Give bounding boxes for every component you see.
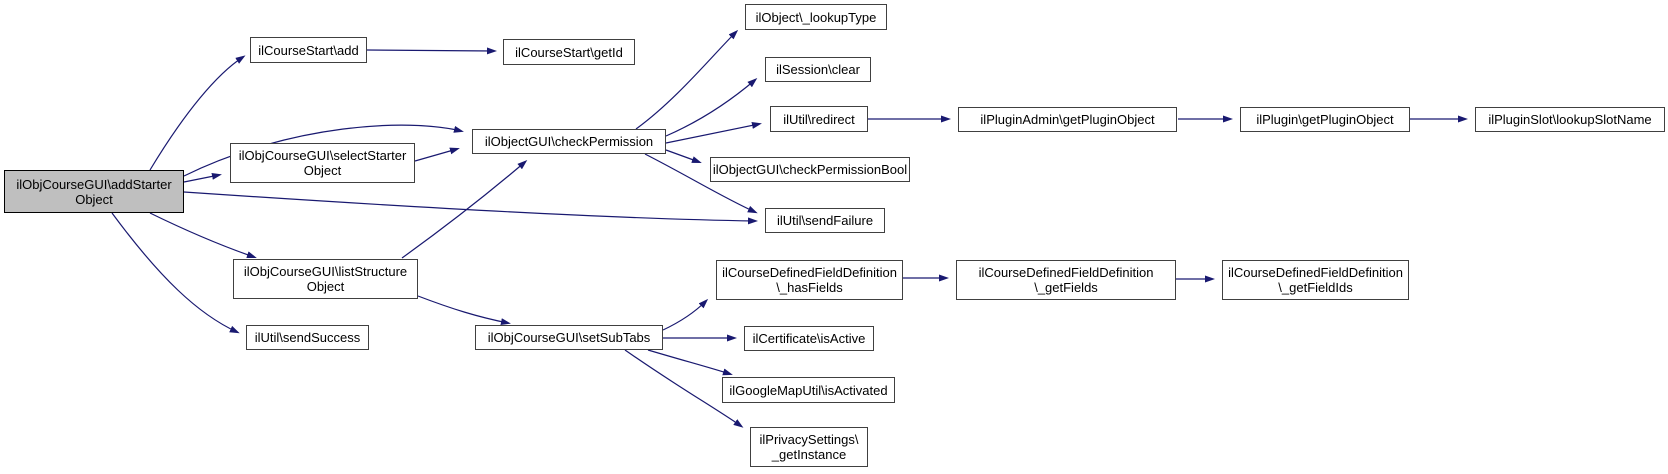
node-ilCourseDefinedFieldDefinition-getFields[interactable]: ilCourseDefinedFieldDefinition \_getFiel…	[956, 260, 1176, 300]
node-ilObjCourseGUI-addStarterObject: ilObjCourseGUI\addStarter Object	[4, 170, 184, 213]
edge-checkPermission-to-sendFailure	[644, 153, 758, 214]
node-ilCertificate-isActive[interactable]: ilCertificate\isActive	[744, 326, 874, 351]
edge-checkPermission-to-redirect	[665, 121, 762, 144]
edge-addStarterObject-to-selectStarterObject	[183, 172, 222, 183]
node-ilObjCourseGUI-selectStarterObject[interactable]: ilObjCourseGUI\selectStarter Object	[230, 143, 415, 183]
edge-setSubTabs-to-hasFields	[662, 298, 709, 331]
edge-listStructureObject-to-setSubTabs	[417, 295, 511, 326]
node-ilCourseDefinedFieldDefinition-hasFields[interactable]: ilCourseDefinedFieldDefinition \_hasFiel…	[716, 260, 903, 300]
edge-checkPermission-to-lookupType	[635, 29, 739, 130]
node-ilSession-clear[interactable]: ilSession\clear	[765, 57, 871, 82]
node-ilUtil-sendSuccess[interactable]: ilUtil\sendSuccess	[246, 325, 369, 350]
node-ilPluginSlot-lookupSlotName[interactable]: ilPluginSlot\lookupSlotName	[1475, 107, 1665, 132]
node-ilCourseStart-add[interactable]: ilCourseStart\add	[250, 37, 367, 63]
node-ilPlugin-getPluginObject[interactable]: ilPlugin\getPluginObject	[1240, 107, 1410, 132]
node-ilPluginAdmin-getPluginObject[interactable]: ilPluginAdmin\getPluginObject	[958, 107, 1177, 132]
edge-addStarterObject-to-sendSuccess	[111, 212, 240, 334]
node-ilCourseStart-getId[interactable]: ilCourseStart\getId	[503, 39, 635, 65]
edge-checkPermission-to-checkPermissionBool	[665, 149, 702, 164]
edge-checkPermission-to-sessionClear	[665, 78, 758, 137]
edge-listStructureObject-to-checkPermission	[401, 160, 528, 259]
node-ilObjCourseGUI-setSubTabs[interactable]: ilObjCourseGUI\setSubTabs	[475, 325, 663, 350]
node-ilObjectGUI-checkPermission[interactable]: ilObjectGUI\checkPermission	[472, 129, 666, 154]
node-ilPrivacySettings-getInstance[interactable]: ilPrivacySettings\ _getInstance	[750, 427, 868, 467]
edge-addStarterObject-to-sendFailure	[183, 191, 758, 225]
edge-addStarterObject-to-ilCourseStart-add	[149, 55, 246, 171]
node-ilGoogleMapUtil-isActivated[interactable]: ilGoogleMapUtil\isActivated	[722, 377, 895, 403]
edge-setSubTabs-to-googleMapIsActivated	[647, 349, 733, 376]
node-ilUtil-sendFailure[interactable]: ilUtil\sendFailure	[765, 208, 885, 233]
edge-ilCourseStart-add-to-getId	[366, 47, 497, 55]
node-ilCourseDefinedFieldDefinition-getFieldIds[interactable]: ilCourseDefinedFieldDefinition \_getFiel…	[1222, 260, 1409, 300]
node-ilUtil-redirect[interactable]: ilUtil\redirect	[770, 106, 868, 132]
node-ilObject-lookupType[interactable]: ilObject\_lookupType	[745, 4, 887, 30]
edge-selectStarterObject-to-checkPermission	[414, 147, 460, 162]
edge-addStarterObject-to-checkPermission	[183, 124, 464, 177]
node-ilObjectGUI-checkPermissionBool[interactable]: ilObjectGUI\checkPermissionBool	[710, 157, 910, 182]
edge-setSubTabs-to-privacyGetInstance	[624, 349, 744, 428]
edge-addStarterObject-to-listStructureObject	[149, 212, 257, 259]
node-ilObjCourseGUI-listStructureObject[interactable]: ilObjCourseGUI\listStructure Object	[233, 259, 418, 299]
